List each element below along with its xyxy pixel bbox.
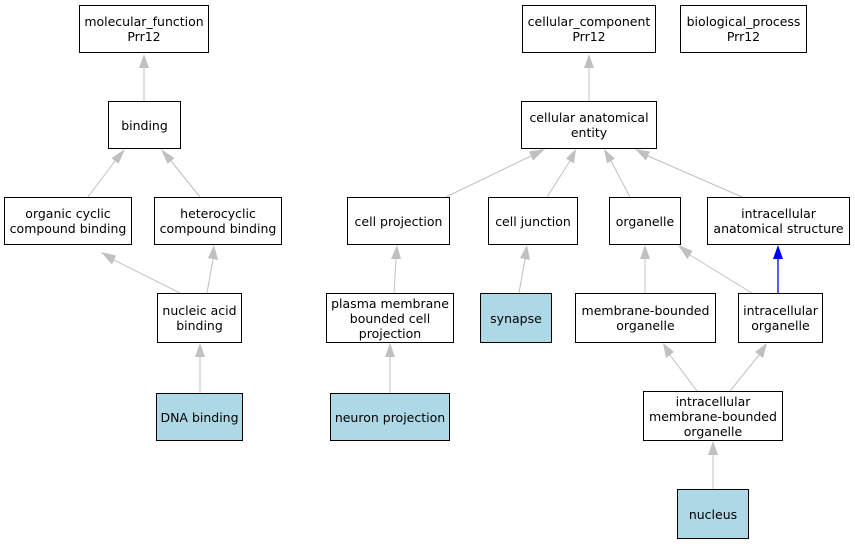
edge-intracellular-structure-to-entity <box>635 149 743 198</box>
node-label: neuron projection <box>334 409 446 425</box>
node-label: DNA binding <box>160 409 239 425</box>
node-label: organic cyclic <box>25 206 111 221</box>
edge-organelle-to-entity <box>604 149 631 198</box>
edge-imbo-to-membrane-bounded <box>663 343 698 392</box>
node-dna-binding: DNA binding <box>156 393 243 441</box>
node-cell-junction: cell junction <box>488 197 578 245</box>
node-synapse: synapse <box>480 293 552 343</box>
edge-organic-to-binding <box>87 149 125 198</box>
node-label: Prr12 <box>726 29 761 44</box>
edge-nucleic-to-organic <box>101 252 181 294</box>
edge-cell-projection-to-entity <box>445 149 545 198</box>
node-label: anatomical structure <box>713 221 844 236</box>
node-neuron-projection: neuron projection <box>330 393 450 441</box>
node-label: nucleic acid <box>162 303 237 318</box>
node-label: biological_process <box>686 14 801 29</box>
edge-nucleus-to-imbo <box>708 441 718 489</box>
node-label: plasma membrane <box>331 295 449 311</box>
node-label: entity <box>570 125 608 140</box>
edge-plasma-to-cell-projection <box>391 245 401 294</box>
node-label: intracellular <box>741 206 816 221</box>
node-label: cell projection <box>354 213 443 229</box>
edge-binding-to-molecular-function <box>139 54 149 101</box>
edge-cell-junction-to-entity <box>546 149 576 198</box>
node-nucleus: nucleus <box>677 489 749 539</box>
node-cell-projection: cell projection <box>347 197 450 245</box>
node-binding: binding <box>108 101 181 149</box>
node-label: molecular_function <box>84 14 204 29</box>
node-label: projection <box>358 325 422 341</box>
node-label: organelle <box>616 318 675 333</box>
edge-heterocyclic-to-binding <box>161 149 201 198</box>
node-label: nucleus <box>688 506 738 522</box>
edge-nucleic-to-heterocyclic <box>206 245 218 294</box>
node-label: bounded cell <box>349 310 431 326</box>
node-label: synapse <box>490 310 542 326</box>
edge-neuron-to-plasma <box>385 343 395 393</box>
node-label: cellular anatomical <box>529 110 649 125</box>
edge-membrane-bounded-to-organelle <box>640 245 650 293</box>
node-label: membrane-bounded <box>581 303 710 318</box>
node-label: binding <box>121 117 168 133</box>
node-organelle: organelle <box>609 197 681 245</box>
edge-synapse-to-cell-junction <box>518 245 530 294</box>
node-label: binding <box>176 318 223 333</box>
node-label: organelle <box>615 213 675 229</box>
node-label: cell junction <box>495 213 571 229</box>
node-label: organelle <box>751 318 810 333</box>
node-label: compound binding <box>9 221 127 236</box>
edge-dna-to-nucleic <box>195 343 205 393</box>
node-label: intracellular <box>743 303 818 318</box>
edge-intracellular-organelle-to-organelle <box>678 245 753 294</box>
node-label: organelle <box>683 423 743 439</box>
node-label: intracellular <box>675 393 751 409</box>
node-label: membrane-bounded <box>649 408 777 424</box>
node-label: Prr12 <box>127 29 161 44</box>
edge-entity-to-cellular-component <box>584 54 594 101</box>
edge-intracellular-organelle-to-structure-highlight <box>773 245 783 293</box>
node-label: heterocyclic <box>180 206 256 221</box>
node-label: Prr12 <box>572 29 606 44</box>
node-label: cellular_component <box>527 14 651 29</box>
node-label: compound binding <box>159 221 277 236</box>
edge-imbo-to-intracellular-organelle <box>729 343 767 392</box>
